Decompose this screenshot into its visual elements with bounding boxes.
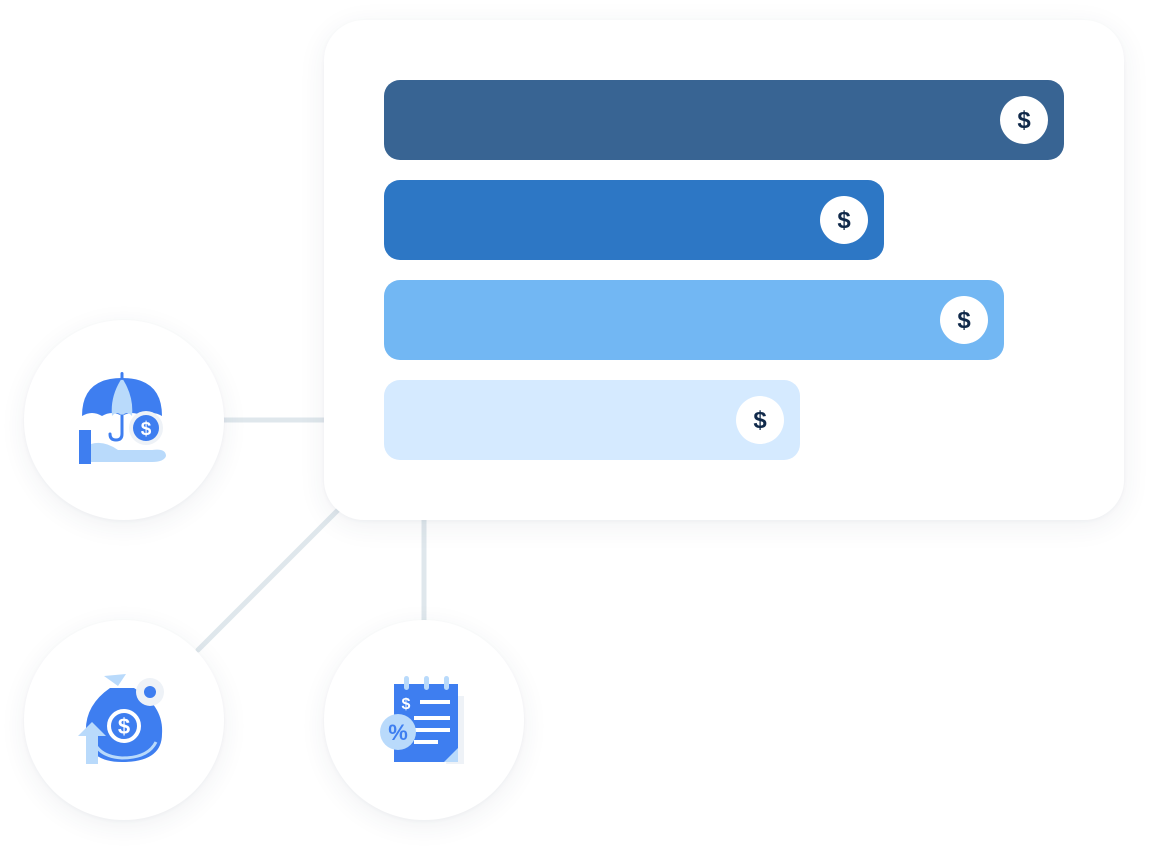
node-umbrella-money: $ xyxy=(24,320,224,520)
svg-text:$: $ xyxy=(118,714,130,739)
dollar-coin-icon: $ xyxy=(820,196,868,244)
node-tax-invoice: $ % xyxy=(324,620,524,820)
dollar-coin-icon: $ xyxy=(736,396,784,444)
svg-text:$: $ xyxy=(753,407,767,434)
umbrella-money-icon: $ xyxy=(79,372,166,464)
svg-text:$: $ xyxy=(957,307,971,334)
dollar-coin-icon: $ xyxy=(1000,96,1048,144)
tax-invoice-icon: $ % xyxy=(380,676,464,764)
svg-text:%: % xyxy=(388,720,408,745)
bar-2: $ xyxy=(384,180,884,260)
dollar-coin-icon: $ xyxy=(940,296,988,344)
bar-chart-card: $ $ $ $ xyxy=(324,20,1124,520)
connector-money-bag xyxy=(195,507,341,653)
money-bag-growth-icon: $ xyxy=(78,674,164,764)
svg-text:$: $ xyxy=(141,419,152,440)
svg-text:$: $ xyxy=(402,696,411,713)
bar-4: $ xyxy=(384,380,800,460)
svg-text:$: $ xyxy=(1017,107,1031,134)
node-money-bag-growth: $ xyxy=(24,620,224,820)
svg-text:$: $ xyxy=(837,207,851,234)
bar-1: $ xyxy=(384,80,1064,160)
bar-3: $ xyxy=(384,280,1004,360)
